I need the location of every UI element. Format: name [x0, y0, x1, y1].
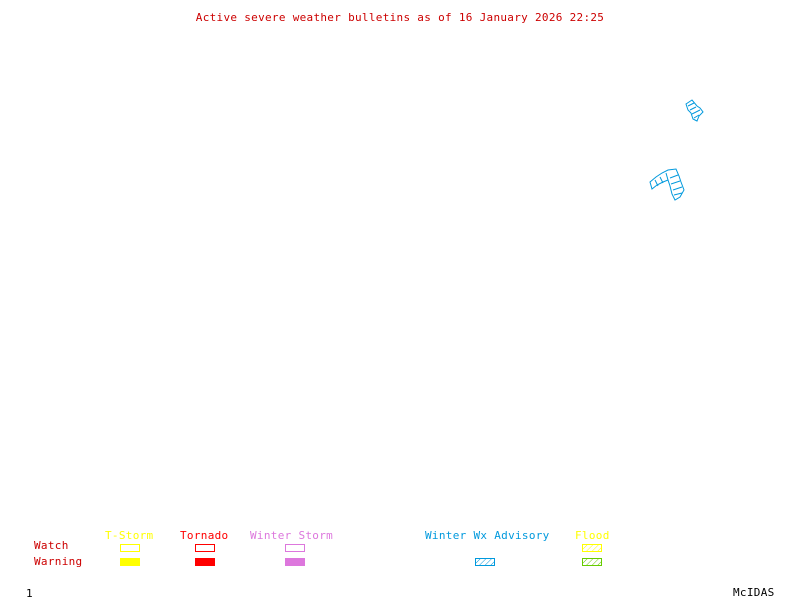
advisory-area-lower	[649, 168, 685, 201]
legend-tstorm-label: T-Storm	[105, 529, 154, 542]
advisory-area-upper	[685, 99, 704, 122]
legend-winter-advisory-label: Winter Wx Advisory	[425, 529, 550, 542]
mcidas-brand: McIDAS	[733, 586, 775, 599]
winter-advisory-swatch	[475, 558, 495, 566]
legend-tornado-label: Tornado	[180, 529, 229, 542]
legend-winter-storm-label: Winter Storm	[250, 529, 334, 542]
winter-storm-warning-swatch	[285, 558, 305, 566]
tornado-warning-swatch	[195, 558, 215, 566]
legend-row-watch: Watch	[34, 539, 69, 552]
tstorm-watch-swatch	[120, 544, 140, 552]
legend-row-warning: Warning	[34, 555, 83, 568]
tornado-watch-swatch	[195, 544, 215, 552]
tstorm-warning-swatch	[120, 558, 140, 566]
flood-watch-swatch	[582, 544, 602, 552]
bulletin-title: Active severe weather bulletins as of 16…	[195, 11, 605, 24]
legend-flood-label: Flood	[575, 529, 610, 542]
frame-number: 1	[26, 587, 33, 600]
winter-storm-watch-swatch	[285, 544, 305, 552]
flood-warning-swatch	[582, 558, 602, 566]
